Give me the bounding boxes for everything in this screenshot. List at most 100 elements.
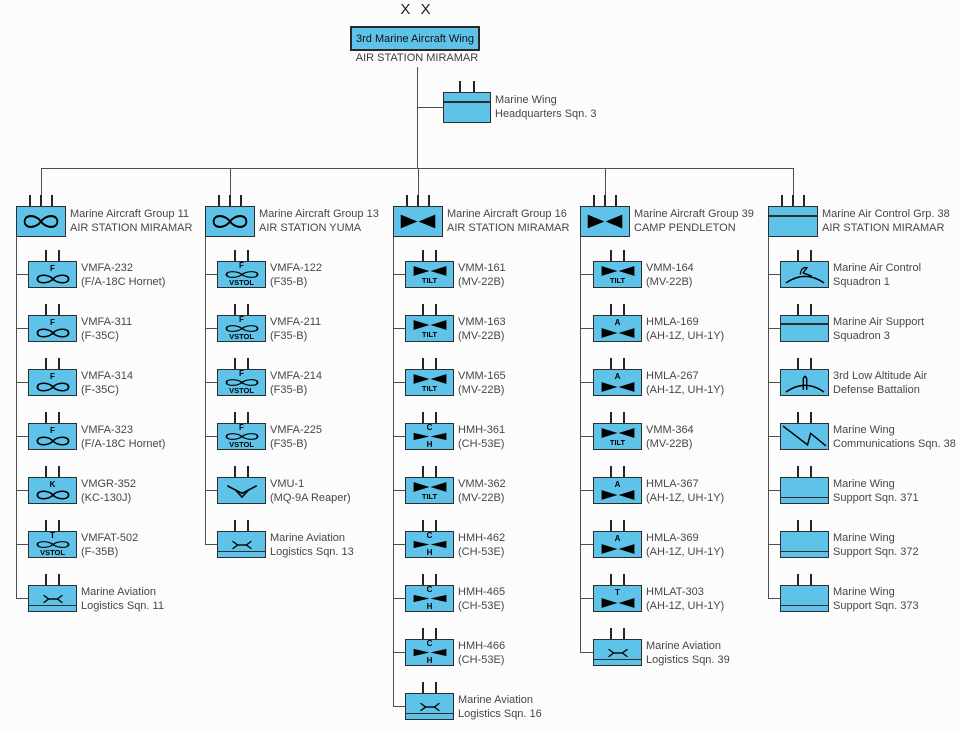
rotary-icon: [601, 327, 634, 338]
unit-echelon-tick: [234, 304, 236, 315]
fixed-wing-icon: [36, 489, 69, 500]
unit-echelon-tick: [623, 250, 625, 261]
unit-detail-label: (KC-130J): [81, 491, 132, 504]
wing-echelon-label: X X: [400, 1, 434, 18]
uav-icon: [226, 485, 257, 499]
unit-stub-line: [580, 274, 593, 275]
group-echelon-tick: [792, 195, 794, 206]
unit-echelon-tick: [797, 466, 799, 477]
unit-echelon-tick: [234, 412, 236, 423]
unit-echelon-tick: [623, 358, 625, 369]
echelon-band-bottom: [29, 605, 76, 607]
unit-echelon-tick: [422, 250, 424, 261]
unit-name-label: HMH-361: [458, 424, 506, 436]
unit-box: [780, 531, 829, 558]
unit-name-label: VMFAT-502: [81, 532, 139, 544]
fixed-wing-icon: [225, 325, 258, 332]
icon-letter-top: C: [426, 585, 433, 594]
group-echelon-tick: [240, 195, 242, 206]
unit-name-label: Marine Aviation: [81, 586, 157, 598]
unit-name-label: HMH-466: [458, 640, 506, 652]
icon-letter-top: F: [239, 369, 244, 378]
echelon-band-bottom: [781, 605, 828, 607]
group-echelon-tick: [604, 195, 606, 206]
unit-echelon-tick: [45, 412, 47, 423]
group-box: [768, 206, 818, 237]
unit-stub-line: [393, 652, 405, 653]
group-name-label: Marine Aircraft Group 16: [447, 208, 567, 220]
wing-location-label: AIR STATION MIRAMAR: [355, 52, 479, 64]
maintenance-icon: [42, 594, 63, 603]
rotary-icon: [413, 265, 446, 276]
unit-detail-label: Support Sqn. 372: [833, 545, 919, 558]
unit-echelon-tick: [810, 304, 812, 315]
fixed-wing-icon: [36, 435, 69, 446]
unit-echelon-tick: [422, 304, 424, 315]
icon-letter-bottom: TILT: [609, 275, 626, 285]
unit-detail-label: (CH-53E): [458, 545, 505, 558]
fixed-wing-icon: [36, 381, 69, 392]
fixed-wing-icon: [225, 433, 258, 440]
unit-name-label: VMM-161: [458, 262, 506, 274]
group-box: [205, 206, 255, 237]
hq-band-icon: [444, 101, 490, 103]
unit-box: [780, 261, 829, 288]
unit-name-label: HMLA-367: [646, 478, 699, 490]
unit-echelon-tick: [422, 520, 424, 531]
unit-name-label: Marine Wing: [833, 586, 895, 598]
icon-letter-bottom: TILT: [609, 437, 626, 447]
unit-echelon-tick: [234, 358, 236, 369]
rotary-icon: [413, 319, 446, 330]
unit-stub-line: [768, 490, 780, 491]
unit-echelon-tick: [623, 412, 625, 423]
icon-letter-bottom: H: [426, 548, 433, 557]
rotary-icon: [400, 214, 436, 229]
unit-echelon-tick: [58, 466, 60, 477]
group-name-label: Marine Air Control Grp. 38: [822, 208, 950, 220]
unit-box: [405, 693, 454, 720]
group-echelon-tick: [229, 195, 231, 206]
unit-detail-label: Support Sqn. 371: [833, 491, 919, 504]
unit-stub-line: [768, 274, 780, 275]
icon-letter-top: F: [239, 315, 244, 324]
unit-name-label: HMLA-369: [646, 532, 699, 544]
unit-echelon-tick: [797, 412, 799, 423]
icon-letter-bottom: VSTOL: [40, 548, 65, 557]
group-location-label: CAMP PENDLETON: [634, 222, 736, 234]
group-echelon-tick: [593, 195, 595, 206]
unit-echelon-tick: [58, 250, 60, 261]
unit-echelon-tick: [58, 574, 60, 585]
echelon-band-bottom: [218, 551, 265, 553]
unit-detail-label: Logistics Sqn. 16: [458, 707, 542, 720]
unit-name-label: HMH-465: [458, 586, 506, 598]
group-drop-line: [605, 168, 606, 206]
unit-echelon-tick: [810, 466, 812, 477]
unit-box: TILT: [405, 261, 454, 288]
unit-box: [28, 585, 77, 612]
unit-box: A: [593, 531, 642, 558]
icon-letter-top: F: [50, 425, 55, 435]
group-drop-line: [793, 168, 794, 206]
unit-echelon-tick: [45, 250, 47, 261]
group-echelon-tick: [428, 195, 430, 206]
unit-stub-line: [580, 598, 593, 599]
unit-detail-label: (AH-1Z, UH-1Y): [646, 599, 725, 612]
group-drop-line: [418, 168, 419, 206]
unit-box: TILT: [405, 369, 454, 396]
unit-echelon-tick: [810, 250, 812, 261]
unit-box: [780, 315, 829, 342]
unit-detail-label: (F/A-18C Hornet): [81, 437, 166, 450]
unit-stub-line: [16, 436, 28, 437]
unit-stub-line: [768, 436, 780, 437]
unit-name-label: VMM-362: [458, 478, 506, 490]
unit-echelon-tick: [810, 358, 812, 369]
group-location-label: AIR STATION MIRAMAR: [447, 222, 570, 234]
unit-stub-line: [393, 328, 405, 329]
icon-letter-top: C: [426, 423, 433, 432]
unit-echelon-tick: [45, 358, 47, 369]
wing-box: 3rd Marine Aircraft Wing: [350, 26, 480, 51]
rotary-icon: [413, 373, 446, 384]
